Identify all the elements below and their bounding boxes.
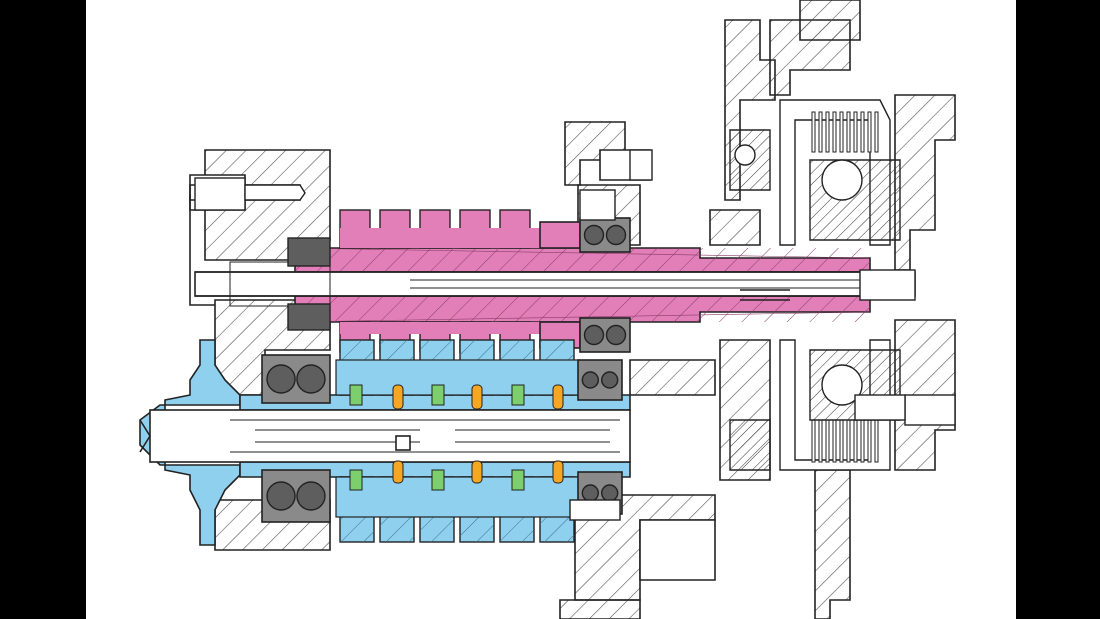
clutch-plate xyxy=(832,111,837,153)
bearing-output-left-top-ball xyxy=(296,364,326,394)
clutch-plate xyxy=(846,111,851,153)
bearing-output-right-top-ball xyxy=(600,371,619,389)
clutch-plate xyxy=(867,419,872,463)
bearing-output-left-bottom-ball xyxy=(296,481,326,511)
clutch-plate xyxy=(811,419,816,463)
output-gear-hub-lower xyxy=(335,476,581,518)
needle-cage-lower xyxy=(392,460,404,484)
output-shaft-assembly xyxy=(139,339,631,546)
dog-rings xyxy=(349,384,525,491)
clutch-plate xyxy=(874,419,879,463)
bearing-output-right-bottom-ball xyxy=(600,484,619,502)
needle-cage-lower xyxy=(471,460,483,484)
input-gear-web-top xyxy=(340,228,540,248)
clutch-plate xyxy=(825,111,830,153)
bush-input-left-top xyxy=(287,237,331,267)
clutch-plate xyxy=(853,111,858,153)
clutch-plate xyxy=(825,419,830,463)
dog-ring-lower xyxy=(349,469,363,491)
clutch-plate xyxy=(846,419,851,463)
bearing-input-right-top-ball xyxy=(583,224,605,246)
clutch-plate xyxy=(853,419,858,463)
needle-roller-cages xyxy=(392,384,564,484)
input-gear-web-bottom xyxy=(340,322,540,334)
bearing-output-right-top-ball xyxy=(581,371,600,389)
bush-input-left-bottom xyxy=(287,303,331,331)
bearing-output-left-bottom-ball xyxy=(266,481,296,511)
dog-ring-lower xyxy=(511,469,525,491)
clutch-plate xyxy=(860,419,865,463)
clutch-plate xyxy=(832,419,837,463)
dog-ring-upper xyxy=(511,384,525,406)
clutch-plates-top xyxy=(811,111,879,153)
clutch-plate xyxy=(839,419,844,463)
clutch-plate xyxy=(811,111,816,153)
needle-cage-upper xyxy=(471,384,483,410)
dog-ring-upper xyxy=(431,384,445,406)
bearing-input-right-top-ball xyxy=(605,224,627,246)
output-gears xyxy=(335,339,581,543)
clutch-assembly xyxy=(729,99,901,471)
needle-cage-upper xyxy=(392,384,404,410)
clutch-plate xyxy=(860,111,865,153)
input-gears xyxy=(339,209,540,353)
clutch-plate xyxy=(818,111,823,153)
dog-ring-upper xyxy=(349,384,363,406)
bearing-output-right-bottom-ball xyxy=(581,484,600,502)
fasteners xyxy=(194,149,956,521)
needle-cage-lower xyxy=(552,460,564,484)
needle-cage-upper xyxy=(552,384,564,410)
bearings xyxy=(261,217,631,523)
clutch-plate xyxy=(874,111,879,153)
output-gear-hub-upper xyxy=(335,359,581,396)
clutch-plate xyxy=(867,111,872,153)
dog-ring-lower xyxy=(431,469,445,491)
clutch-plate xyxy=(839,111,844,153)
bearing-input-right-bottom-ball xyxy=(583,324,605,346)
bearing-input-right-bottom-ball xyxy=(605,324,627,346)
clutch-plate xyxy=(818,419,823,463)
bearing-output-left-top-ball xyxy=(266,364,296,394)
